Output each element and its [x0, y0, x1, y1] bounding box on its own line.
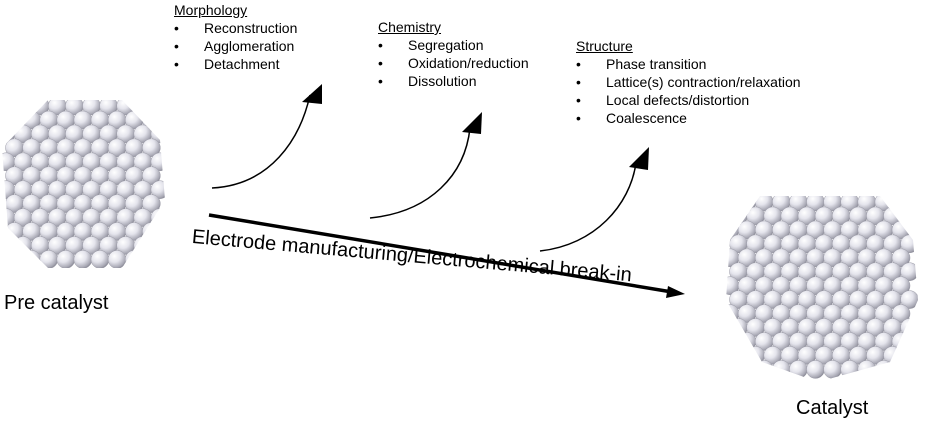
atom-sphere [823, 360, 842, 379]
atom-sphere [56, 250, 76, 268]
atom-sphere [840, 360, 859, 379]
curved-arrow-structure [539, 147, 649, 252]
atom-sphere [729, 346, 748, 365]
atom-sphere [726, 360, 740, 379]
atom-sphere [142, 138, 161, 158]
atom-sphere [22, 250, 41, 268]
structure-list: Phase transition Lattice(s) contraction/… [576, 55, 801, 127]
atom-sphere [891, 304, 911, 323]
list-item: Lattice(s) contraction/relaxation [576, 73, 801, 91]
atom-sphere [39, 250, 59, 268]
morphology-list: Reconstruction Agglomeration Detachment [174, 19, 297, 73]
atom-sphere [726, 304, 740, 323]
list-item: Dissolution [378, 72, 529, 90]
list-item: Reconstruction [174, 19, 297, 37]
structure-heading: Structure [576, 38, 633, 54]
atom-sphere [772, 360, 791, 379]
chemistry-block: Chemistry Segregation Oxidation/reductio… [378, 18, 529, 90]
atom-sphere [5, 110, 24, 130]
catalyst-nanoparticle [726, 196, 918, 379]
atom-sphere [891, 248, 911, 268]
atom-sphere [726, 196, 740, 212]
atom-sphere [891, 276, 911, 295]
atom-sphere [142, 250, 161, 268]
chemistry-heading: Chemistry [378, 19, 442, 35]
atom-sphere [13, 236, 33, 255]
list-item: Agglomeration [174, 37, 297, 55]
list-item: Local defects/distortion [576, 91, 801, 109]
catalyst-label: Catalyst [796, 397, 869, 419]
atom-sphere [124, 250, 144, 268]
pre-catalyst-label: Pre catalyst [4, 292, 109, 314]
atom-sphere [5, 250, 24, 268]
process-arrow [208, 213, 685, 298]
atom-sphere [857, 360, 877, 379]
atom-sphere [150, 208, 165, 227]
chemistry-list: Segregation Oxidation/reduction Dissolut… [378, 36, 529, 90]
morphology-block: Morphology Reconstruction Agglomeration … [174, 1, 297, 73]
atom-sphere [726, 332, 740, 351]
atom-sphere [90, 250, 110, 268]
atom-sphere [2, 236, 16, 255]
atom-sphere [754, 360, 774, 379]
atom-sphere [806, 360, 825, 379]
curved-arrow-morphology [211, 84, 322, 189]
atom-sphere [150, 100, 165, 116]
list-item: Phase transition [576, 55, 801, 73]
atom-sphere [729, 318, 748, 337]
pre-catalyst-nanoparticle [2, 100, 165, 268]
atom-sphere [13, 100, 33, 116]
atom-sphere [874, 360, 894, 379]
atom-sphere [73, 250, 93, 268]
atom-sphere [142, 194, 161, 213]
morphology-heading: Morphology [174, 2, 248, 18]
atom-sphere [891, 196, 911, 212]
list-item: Coalescence [576, 109, 801, 127]
atom-sphere [2, 100, 16, 116]
atom-sphere [900, 318, 918, 337]
atom-sphere [900, 262, 918, 281]
atom-sphere [900, 290, 918, 309]
atom-sphere [789, 360, 808, 379]
structure-block: Structure Phase transition Lattice(s) co… [576, 37, 801, 127]
list-item: Oxidation/reduction [378, 54, 529, 72]
atom-sphere [107, 250, 127, 268]
atom-sphere [900, 346, 918, 365]
atom-sphere [737, 332, 757, 351]
atom-sphere [900, 206, 918, 226]
atom-sphere [142, 222, 161, 241]
curved-arrow-chemistry [369, 112, 482, 219]
list-item: Segregation [378, 36, 529, 54]
atom-sphere [737, 360, 757, 379]
atom-sphere [133, 236, 153, 255]
list-item: Detachment [174, 55, 297, 73]
atom-sphere [142, 166, 161, 185]
atom-sphere [133, 100, 153, 116]
atom-sphere [150, 236, 165, 255]
atom-sphere [891, 360, 911, 379]
